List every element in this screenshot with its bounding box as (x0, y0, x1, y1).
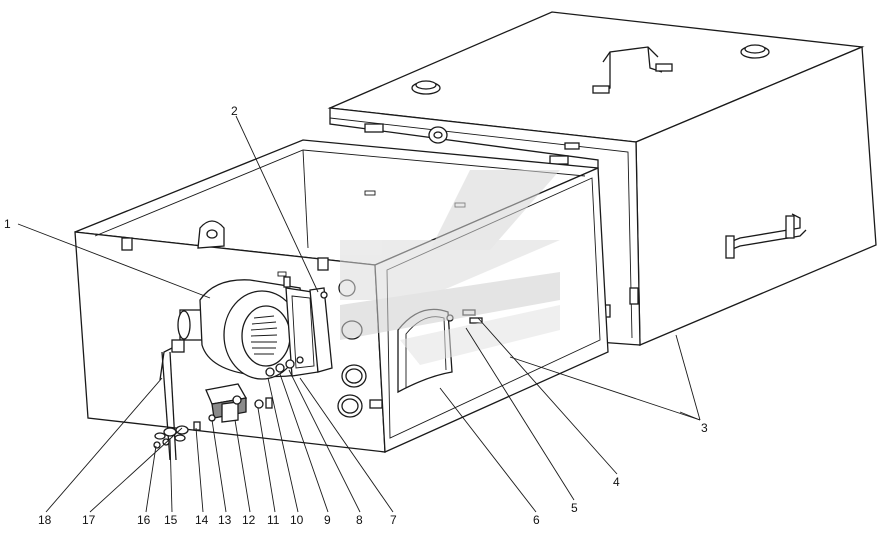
callout-18: 18 (38, 513, 52, 527)
callout-5: 5 (571, 501, 578, 515)
callout-2: 2 (231, 104, 238, 118)
callout-15: 15 (164, 513, 178, 527)
callout-16: 16 (137, 513, 151, 527)
lifting-lug (197, 220, 225, 249)
leader-lines (17, 115, 701, 513)
callout-4: 4 (613, 475, 620, 489)
mounting-bracket (205, 383, 248, 423)
callout-12: 12 (242, 513, 256, 527)
top-handle (592, 46, 673, 94)
side-handle (725, 213, 807, 259)
callout-8: 8 (356, 513, 363, 527)
fasteners (193, 397, 273, 431)
callout-6: 6 (533, 513, 540, 527)
callout-14: 14 (195, 513, 209, 527)
callout-13: 13 (218, 513, 232, 527)
callout-7: 7 (390, 513, 397, 527)
callout-10: 10 (290, 513, 304, 527)
blower-fan (177, 276, 333, 380)
callout-labels: 1 2 3 4 5 6 7 8 9 10 11 12 13 14 15 16 1… (4, 104, 708, 527)
callout-3: 3 (701, 421, 708, 435)
watermark-logo (340, 170, 560, 365)
callout-1: 1 (4, 217, 11, 231)
callout-17: 17 (82, 513, 96, 527)
callout-11: 11 (267, 513, 280, 527)
lid-knobs (411, 44, 770, 95)
callout-9: 9 (324, 513, 331, 527)
cable-assembly (153, 339, 189, 461)
